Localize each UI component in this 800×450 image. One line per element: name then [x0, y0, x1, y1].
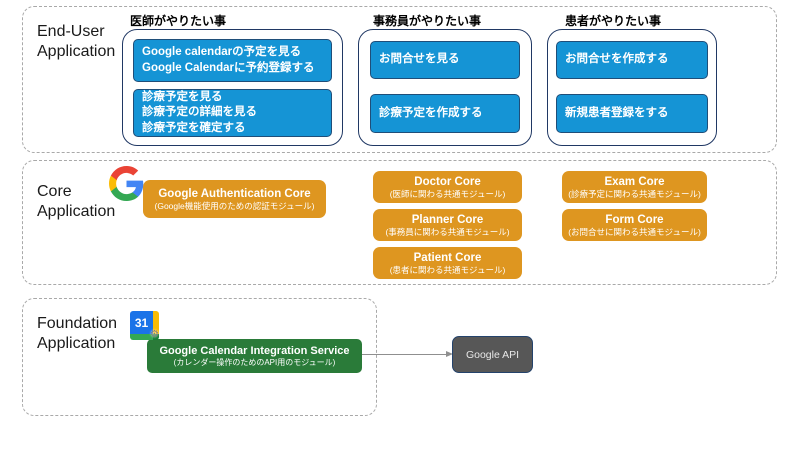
task-line: 新規患者登録をする — [565, 106, 669, 119]
foundation-layer-label: Foundation Application — [37, 315, 118, 352]
service-to-api-connector — [362, 351, 453, 357]
calendar-green-stripe — [130, 334, 153, 340]
module-title: Doctor Core — [414, 175, 481, 188]
gear-icon: ⚙ — [150, 329, 159, 340]
module-patient-core: Patient Core (患者に関わる共通モジュール) — [373, 247, 522, 279]
google-api-box: Google API — [452, 336, 533, 373]
task-line: Google calendarの予定を見る — [142, 46, 302, 58]
service-title: Google Calendar Integration Service — [159, 344, 350, 357]
module-doctor-core: Doctor Core (医師に関わる共通モジュール) — [373, 171, 522, 203]
patient-task-create-inquiry: お問合せを作成する — [556, 41, 708, 79]
module-subtitle: (お問合せに関わる共通モジュール) — [568, 226, 701, 237]
patient-group-title: 患者がやりたい事 — [565, 14, 662, 28]
task-line: 診療予定を確定する — [142, 121, 246, 134]
calendar-yellow-stripe — [153, 311, 159, 334]
task-line: 診療予定を見る — [142, 90, 223, 103]
module-exam-core: Exam Core (診療予定に関わる共通モジュール) — [562, 171, 707, 203]
module-subtitle: (診療予定に関わる共通モジュール) — [568, 188, 701, 199]
module-subtitle: (患者に関わる共通モジュール) — [389, 264, 506, 275]
end-user-layer-label: End-User Application — [37, 23, 116, 60]
google-api-label: Google API — [465, 348, 520, 361]
module-subtitle: (Google機能使用のための認証モジュール) — [154, 200, 315, 211]
module-subtitle: (事務員に関わる共通モジュール) — [385, 226, 510, 237]
service-subtitle: (カレンダー操作のためのAPI用のモジュール) — [173, 357, 336, 367]
module-title: Planner Core — [411, 213, 484, 226]
google-calendar-icon: 31 ⚙ — [130, 311, 159, 340]
module-subtitle: (医師に関わる共通モジュール) — [389, 188, 506, 199]
core-layer-label: Core Application — [37, 183, 116, 220]
planner-task-create-schedule: 診療予定を作成する — [370, 94, 520, 133]
task-line: 診療予定の詳細を見る — [142, 106, 257, 119]
patient-task-register: 新規患者登録をする — [556, 94, 708, 133]
google-g-logo-icon — [109, 166, 144, 201]
task-line: お問合せを見る — [379, 53, 460, 66]
doctor-task-calendar: Google calendarの予定を見る Google Calendarに予約… — [133, 39, 332, 82]
module-title: Exam Core — [604, 175, 665, 188]
google-calendar-integration-service-box: Google Calendar Integration Service (カレン… — [147, 339, 362, 373]
planner-task-view-inquiry: お問合せを見る — [370, 41, 520, 79]
arrow-head-icon — [446, 351, 453, 357]
planner-group-title: 事務員がやりたい事 — [373, 14, 482, 28]
task-line: 診療予定を作成する — [379, 106, 483, 119]
module-title: Form Core — [605, 213, 664, 226]
calendar-day-number: 31 — [130, 311, 153, 334]
module-title: Google Authentication Core — [158, 187, 311, 200]
task-line: お問合せを作成する — [565, 53, 669, 66]
doctor-group-title: 医師がやりたい事 — [130, 14, 227, 28]
doctor-task-exam-schedule: 診療予定を見る 診療予定の詳細を見る 診療予定を確定する — [133, 89, 332, 137]
module-title: Patient Core — [413, 251, 482, 264]
calendar-corner — [153, 334, 159, 340]
task-line: Google Calendarに予約登録する — [142, 61, 315, 74]
module-form-core: Form Core (お問合せに関わる共通モジュール) — [562, 209, 707, 241]
module-google-authentication-core: Google Authentication Core (Google機能使用のた… — [143, 180, 326, 218]
module-planner-core: Planner Core (事務員に関わる共通モジュール) — [373, 209, 522, 241]
